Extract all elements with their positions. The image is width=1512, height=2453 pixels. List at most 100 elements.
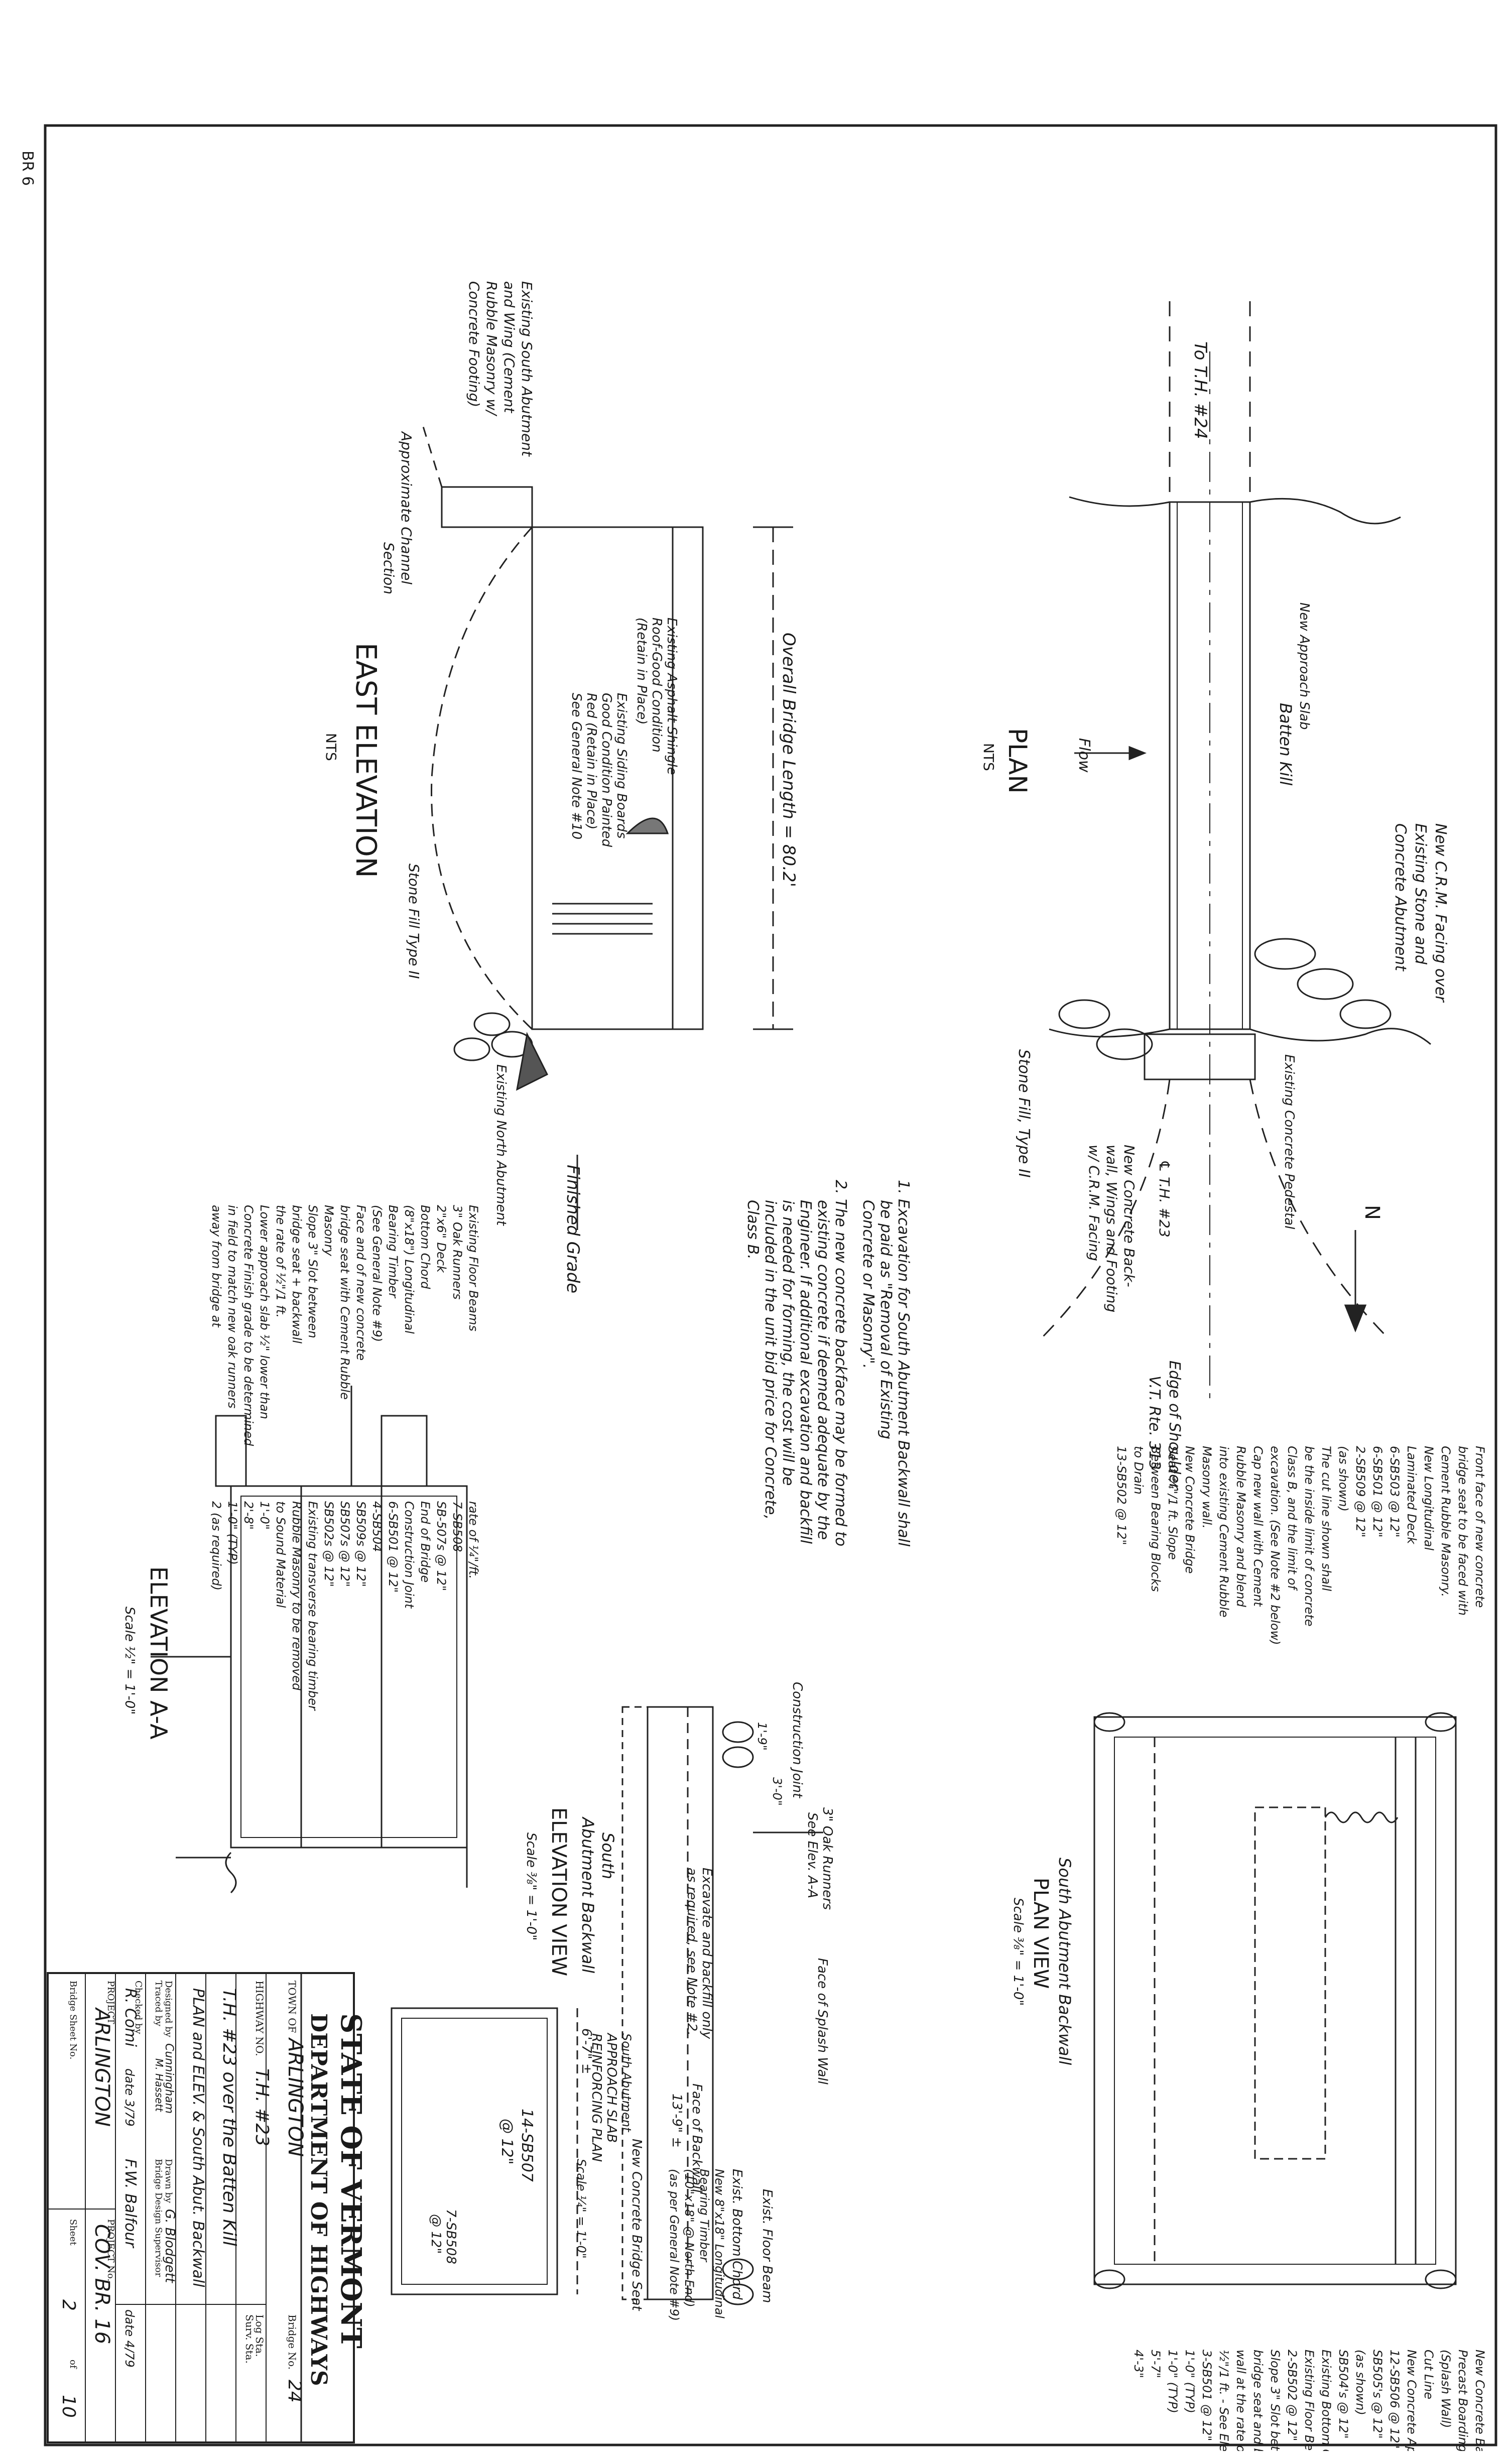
east-siding-4: See General Note #10 xyxy=(569,693,584,839)
section-aa-label-3: Bottom Chord xyxy=(418,1205,432,1289)
backwall-splash: Face of Splash Wall xyxy=(815,1958,830,2085)
approach-title-2: APPROACH SLAB xyxy=(604,2032,619,2143)
title-designed-label: Designed by xyxy=(163,1981,174,2038)
plan-flow: Flow xyxy=(1075,738,1093,773)
east-shingles-1: Existing Asphalt Shingle xyxy=(664,618,679,775)
plan-view-label-9: The cut line shown shall xyxy=(1319,1446,1333,1591)
title-block: STATE OF VERMONT DEPARTMENT OF HIGHWAYS … xyxy=(47,1972,367,2443)
title-sheet: 2 xyxy=(58,2299,79,2311)
title-town-label: TOWN OF xyxy=(286,1981,298,2033)
section-aa-label-8: bridge seat with Cement Rubble xyxy=(338,1205,352,1400)
east-elevation-title: EAST ELEVATION xyxy=(349,643,382,878)
title-desc-2: PLAN and ELEV. & South Abut. Backwall xyxy=(189,1988,207,2287)
plan-view-label-29: (as shown) xyxy=(1353,2350,1367,2415)
plan-view-drawing xyxy=(1093,1712,1457,2289)
plan-view-label-30: SB504's @ 12" xyxy=(1336,2350,1350,2438)
title-traced-label: Traced by xyxy=(153,1981,164,2027)
east-south-abut-4: Concrete Footing) xyxy=(466,281,482,407)
plan-view-label-12: excavation. (See Note #2 below) xyxy=(1268,1446,1282,1645)
plan-view-label-25: Cut Line xyxy=(1422,2350,1436,2399)
section-aa-label-22: 6-SB501 @ 12" xyxy=(386,1501,400,1592)
plan-view-label-15: into existing Cement Rubble xyxy=(1217,1446,1231,1618)
title-desc-1: T.H. #23 over the Batten Kill xyxy=(219,1988,239,2246)
title-supervisor-label: Bridge Design Supervisor xyxy=(153,2159,164,2277)
section-aa-label-29: to Sound Material xyxy=(274,1501,288,1608)
title-checked-by: R. Comi xyxy=(121,1988,139,2047)
plan-title: PLAN xyxy=(1003,728,1032,794)
sheet-corner-code: BR 6 xyxy=(19,151,36,186)
east-siding-3: Red (Retain in Place) xyxy=(584,693,599,829)
section-aa-drawing xyxy=(151,1386,468,1894)
title-total: 10 xyxy=(58,2395,79,2418)
title-project: ARLINGTON xyxy=(90,2007,113,2127)
plan-view-label-22: New Concrete Backwall xyxy=(1473,2350,1487,2451)
east-shingles-3: (Retain in Place) xyxy=(634,618,649,725)
section-aa-label-6: (See General Note #9) xyxy=(370,1205,384,1342)
approach-title-1: South Abutment xyxy=(619,2033,634,2133)
approach-timber-4: (as per General Note #9) xyxy=(667,2169,681,2321)
approach-bridge-seat: New Concrete Bridge Seat xyxy=(629,2139,644,2311)
note-2-line-2: existing concrete if deemed adequate by … xyxy=(814,1200,832,1540)
plan-view-label-37: ½"/1 ft. - See Elev. A-A xyxy=(1217,2350,1231,2451)
section-aa-label-27: Existing transverse bearing timber xyxy=(306,1501,320,1711)
north-abutment-stones xyxy=(1058,938,1392,1080)
title-traced-by: M. Hassett xyxy=(153,2058,165,2112)
title-project-label: PROJECT xyxy=(105,1981,116,2024)
note-2-line-1: 2. The new concrete backface may be form… xyxy=(832,1180,849,1546)
title-supervisor: F.W. Balfour xyxy=(121,2159,139,2248)
plan-view-label-24: (Splash Wall) xyxy=(1439,2350,1453,2428)
section-aa-label-30: 1'-0" xyxy=(258,1501,272,1530)
plan-view-label-27: 12-SB506 @ 12" (as shown) xyxy=(1388,2350,1402,2451)
plan-view-label-33: 2-SB502 @ 12" xyxy=(1285,2350,1299,2441)
plan-view-scale: Scale ⅜" = 1'-0" xyxy=(1011,1898,1026,2006)
section-aa-label-14: Concrete Finish grade to be determined xyxy=(241,1205,256,1446)
approach-bars-4: @ 12" xyxy=(428,2214,443,2254)
section-aa-label-21: Construction Joint xyxy=(402,1501,416,1609)
east-north-abut: Existing North Abutment xyxy=(493,1064,509,1226)
plan-crm-facing-1: New C.R.M. Facing over xyxy=(1432,823,1449,1003)
section-aa-label-26: SB502s @ 12" xyxy=(322,1501,336,1587)
section-aa-label-13: Lower approach slab ½" lower than xyxy=(258,1205,272,1419)
section-aa-label-17: rate of ¼"/ft. xyxy=(466,1501,480,1579)
backwall-title-2: Abutment Backwall xyxy=(578,1816,597,1973)
plan-shoulder-1: Edge of Shoulder xyxy=(1166,1361,1183,1491)
plan-view-label-31: Existing Bottom Chord xyxy=(1319,2350,1333,2451)
plan-scale: NTS xyxy=(980,743,997,771)
section-aa-label-18: 7-SB508 xyxy=(450,1501,464,1552)
plan-stone-fill: Stone Fill, Type II xyxy=(1015,1049,1033,1178)
title-checked-label: Checked by xyxy=(133,1981,144,2034)
note-2-line-6: Class B. xyxy=(744,1200,762,1260)
backwall-runners-2: See Elev. A-A xyxy=(805,1812,820,1898)
plan-drawing xyxy=(1038,301,1431,1406)
plan-view-label-1: bridge seat to be faced with xyxy=(1456,1446,1470,1616)
plan-view-label-39: 1'-0" (TYP) xyxy=(1183,2350,1197,2413)
section-aa-label-19: SB-507s @ 12" xyxy=(434,1501,448,1591)
plan-road-to: To T.H. #24 xyxy=(1190,341,1210,439)
plan-view-label-21: 13-SB502 @ 12" xyxy=(1114,1446,1128,1545)
backwall-view-title: ELEVATION VIEW xyxy=(547,1807,570,1976)
note-1-line-2: be paid as "Removal of Existing xyxy=(877,1200,895,1439)
backwall-excavate-1: Excavate and backfill only xyxy=(699,1868,714,2039)
plan-view-label-42: 4'-3" xyxy=(1131,2350,1146,2378)
approach-bottom-chord: Exist. Bottom Chord xyxy=(729,2169,744,2300)
section-aa-label-10: Slope 3" Slot between xyxy=(306,1205,320,1338)
plan-backwall-3: w/ C.R.M. Facing xyxy=(1086,1145,1102,1261)
section-aa-label-16: away from bridge at xyxy=(209,1205,223,1328)
section-aa-label-11: bridge seat + backwall xyxy=(290,1205,304,1343)
plan-view-label-36: wall at the rate of xyxy=(1234,2350,1248,2451)
plan-centerline: ℄ T.H. #23 xyxy=(1156,1160,1173,1238)
section-aa-label-28: Rubble Masonry to be removed xyxy=(290,1501,304,1691)
title-highway-no: T.H. #23 xyxy=(251,2068,272,2146)
section-aa-label-0: Existing Floor Beams xyxy=(466,1205,480,1331)
plan-backwall-1: New Concrete Back- xyxy=(1121,1145,1138,1287)
general-notes: 1. Excavation for South Abutment Backwal… xyxy=(744,1180,912,1547)
sheet-border xyxy=(44,124,1497,2446)
plan-view-label-11: Class B, and the limit of xyxy=(1285,1446,1299,1591)
approach-timber-1: New 8"x18" Longitudinal xyxy=(712,2169,726,2318)
approach-face-backwall: Face of Backwall xyxy=(689,2083,704,2193)
plan-view-label-6: 6-SB501 @ 12" xyxy=(1370,1446,1384,1537)
